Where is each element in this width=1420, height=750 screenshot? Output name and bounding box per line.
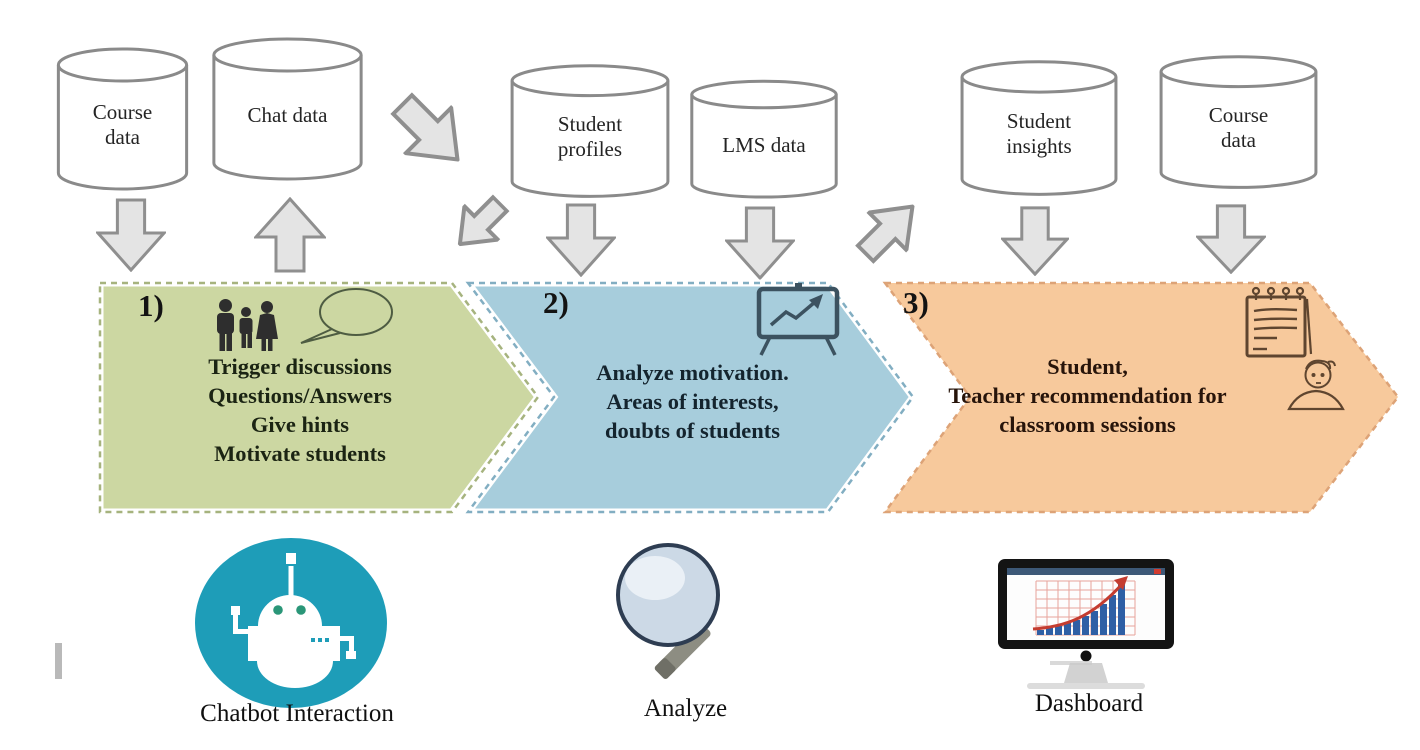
step-2-activities: Analyze motivation. Areas of interests, … — [596, 360, 789, 443]
notepad-icon — [1243, 286, 1313, 362]
process-steps-band — [95, 278, 1410, 518]
database-icon — [1157, 53, 1320, 193]
chevron-shapes — [96, 279, 1400, 516]
database-icon — [210, 35, 365, 185]
step-2-number: 2) — [543, 285, 569, 320]
database-label: Course data — [1208, 103, 1269, 152]
student-face-icon — [1284, 358, 1348, 412]
tool-label-chatbot: Chatbot Interaction — [200, 700, 394, 727]
database-student-insights: Student insights — [958, 58, 1120, 200]
step-3-activities: Student, Teacher recommendation for clas… — [948, 354, 1227, 437]
step-1-number: 1) — [138, 288, 164, 323]
database-label: Course data — [92, 100, 153, 149]
step-1-activities: Trigger discussions Questions/Answers Gi… — [208, 354, 392, 466]
diagonal-arrow-ne-icon — [844, 185, 933, 274]
down-arrow-icon — [725, 206, 795, 280]
diagonal-arrow-sw-icon — [441, 185, 519, 263]
database-label: Chat data — [247, 102, 328, 127]
dashboard-monitor-icon — [995, 555, 1180, 690]
database-label: LMS data — [722, 132, 806, 157]
down-arrow-icon — [96, 198, 166, 272]
step-3-number: 3) — [903, 285, 929, 320]
tool-label-dashboard: Dashboard — [1034, 690, 1144, 717]
page-edge-mark — [55, 643, 62, 679]
database-icon — [55, 45, 190, 195]
speech-bubble-icon — [298, 286, 394, 346]
presentation-chart-icon — [755, 283, 841, 357]
database-label: Student insights — [1006, 109, 1072, 158]
database-course-data-right: Course data — [1157, 53, 1320, 193]
database-icon — [508, 62, 672, 202]
chatbot-icon — [195, 538, 387, 708]
magnifier-icon — [605, 538, 780, 693]
down-arrow-icon — [1196, 204, 1266, 274]
tool-label-analyze: Analyze — [643, 695, 728, 722]
database-label: Student profiles — [557, 112, 623, 161]
database-course-data-left: Course data — [55, 45, 190, 195]
database-student-profiles: Student profiles — [508, 62, 672, 202]
database-icon — [688, 78, 840, 202]
database-icon — [958, 58, 1120, 200]
down-arrow-icon — [546, 203, 616, 277]
database-chat-data: Chat data — [210, 35, 365, 185]
diagonal-arrow-se-icon — [377, 79, 483, 185]
up-arrow-icon — [254, 197, 326, 273]
family-icon — [213, 298, 285, 354]
database-lms-data: LMS data — [688, 78, 840, 202]
down-arrow-icon — [1001, 206, 1069, 276]
